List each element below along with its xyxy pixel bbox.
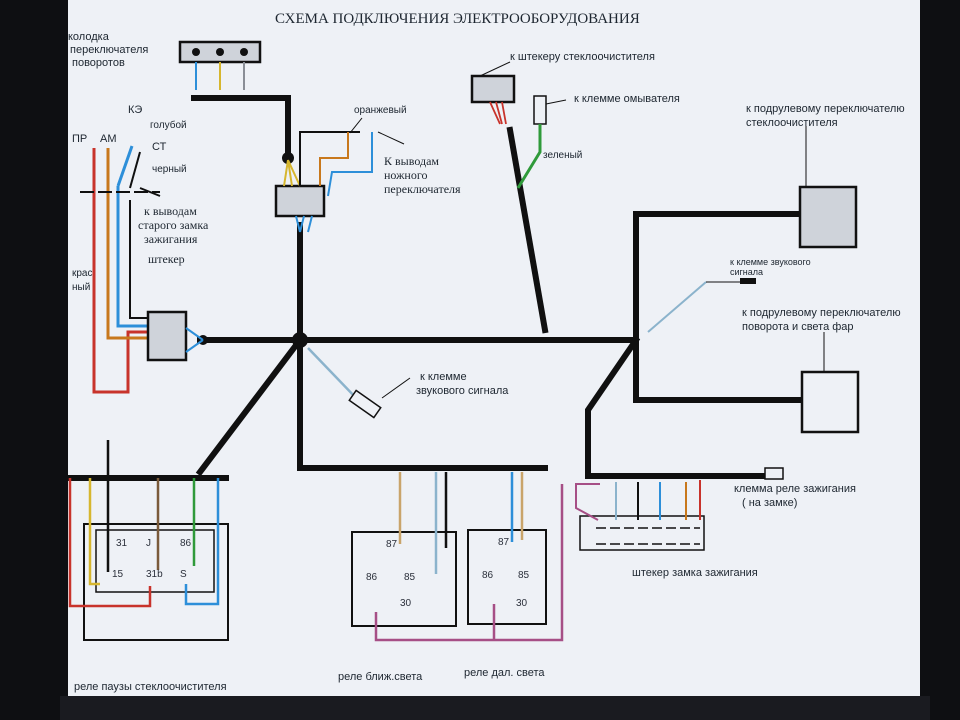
label-am: АМ bbox=[100, 133, 117, 145]
label-red-1: крас bbox=[72, 268, 93, 279]
ignition-plug-label: штекер замка зажигания bbox=[632, 567, 758, 579]
horn-label-1: к клемме bbox=[420, 371, 467, 383]
ignition-wires-left bbox=[92, 145, 148, 394]
label-green: зеленый bbox=[543, 150, 582, 161]
foot-switch-connector bbox=[274, 184, 326, 218]
label-black: черный bbox=[152, 164, 187, 175]
turn-switch-label-1: к подрулевому переключателю bbox=[742, 307, 901, 319]
turn-block-label-2: переключателя bbox=[70, 44, 148, 56]
plug-out-wires bbox=[185, 327, 204, 353]
wire-washer-green bbox=[516, 124, 542, 189]
horn-small-label-1: к клемме звукового bbox=[730, 257, 811, 267]
wiper-switch-label-1: к подрулевому переключателю bbox=[746, 103, 905, 115]
wiper-pin-s: S bbox=[180, 569, 187, 580]
foot-leader-terminals bbox=[377, 131, 405, 145]
low-pin-87: 87 bbox=[386, 539, 398, 550]
ignition-black-lead bbox=[139, 187, 161, 197]
low-pin-86: 86 bbox=[366, 572, 378, 583]
ignition-relay-terminal bbox=[764, 467, 784, 480]
horn-leader bbox=[381, 377, 411, 399]
label-red-2: ный bbox=[72, 282, 90, 293]
low-beam-wires bbox=[374, 472, 564, 642]
turn-block-label-3: поворотов bbox=[72, 57, 125, 69]
horn-small-label-2: сигнала bbox=[730, 267, 763, 277]
screen-bezel-bottom bbox=[60, 696, 930, 720]
low-pin-30: 30 bbox=[400, 598, 412, 609]
plug-label: штекер bbox=[148, 252, 185, 266]
ignition-plug-pins bbox=[596, 527, 700, 545]
washer-terminal bbox=[533, 95, 547, 125]
washer-label: к клемме омывателя bbox=[574, 93, 680, 105]
turn-switch-label-2: поворота и света фар bbox=[742, 321, 854, 333]
wiper-pin-15: 15 bbox=[112, 569, 124, 580]
high-beam-label: реле дал. света bbox=[464, 667, 545, 679]
diagram-title: СХЕМА ПОДКЛЮЧЕНИЯ ЭЛЕКТРООБОРУДОВАНИЯ bbox=[275, 11, 640, 27]
washer-leader bbox=[545, 99, 567, 105]
label-ke: КЭ bbox=[128, 104, 142, 116]
wire-foot-black bbox=[299, 131, 360, 186]
turn-block-pin-1 bbox=[192, 48, 200, 56]
horn-small-terminal bbox=[740, 278, 756, 284]
old-switch-label-3: зажигания bbox=[144, 232, 198, 246]
turn-block-label-1: колодка bbox=[68, 31, 110, 43]
old-switch-label-1: к выводам bbox=[144, 204, 197, 218]
main-harness bbox=[67, 95, 803, 481]
wiper-connector bbox=[470, 74, 516, 104]
horn-label-2: звукового сигнала bbox=[416, 385, 509, 397]
wiper-column-switch bbox=[798, 185, 858, 249]
turn-block-pin-3 bbox=[240, 48, 248, 56]
wiper-pin-31b: 31b bbox=[146, 569, 163, 580]
foot-switch-label-1: К выводам bbox=[384, 154, 439, 168]
high-pin-87: 87 bbox=[498, 537, 510, 548]
label-light-blue: голубой bbox=[150, 119, 187, 131]
wiper-relay-frame bbox=[83, 523, 229, 641]
high-pin-30: 30 bbox=[516, 598, 528, 609]
wire-horn bbox=[307, 347, 359, 401]
turn-block-pin-2 bbox=[216, 48, 224, 56]
wiper-relay-wires bbox=[68, 440, 220, 608]
wiper-switch-label-2: стеклоочистителя bbox=[746, 117, 838, 129]
screen-paper bbox=[68, 0, 920, 700]
wiper-plug-label: к штекеру стеклоочистителя bbox=[510, 51, 655, 63]
wiper-relay-label: реле паузы стеклоочистителя bbox=[74, 681, 227, 693]
wire-foot-blue bbox=[327, 132, 373, 197]
low-pin-85: 85 bbox=[404, 572, 416, 583]
wiper-pin-86: 86 bbox=[180, 538, 192, 549]
ignition-switch-plug bbox=[579, 515, 705, 551]
label-orange: оранжевый bbox=[354, 105, 407, 116]
wiper-pin-j: J bbox=[146, 538, 151, 549]
foot-switch-label-2: ножного bbox=[384, 168, 427, 182]
wiper-relay-body bbox=[95, 529, 215, 593]
wiper-connector-leader bbox=[479, 61, 511, 77]
foot-switch-label-3: переключателя bbox=[384, 182, 461, 196]
foot-leader-orange bbox=[349, 117, 363, 134]
ignition-relay-label-1: клемма реле зажигания bbox=[734, 483, 856, 495]
high-pin-86: 86 bbox=[482, 570, 494, 581]
ignition-st-lever bbox=[129, 151, 141, 189]
harness-junction-main bbox=[292, 332, 308, 348]
horn-terminal bbox=[348, 389, 382, 419]
low-beam-label: реле ближ.света bbox=[338, 671, 423, 683]
high-pin-85: 85 bbox=[518, 570, 530, 581]
high-beam-relay bbox=[467, 529, 547, 625]
old-ignition-plug bbox=[146, 310, 188, 362]
wire-foot-orange bbox=[319, 132, 349, 186]
old-switch-label-2: старого замка bbox=[138, 218, 209, 232]
ignition-plug-wires bbox=[575, 480, 701, 521]
low-beam-relay bbox=[351, 531, 457, 627]
label-st: СТ bbox=[152, 141, 167, 153]
wire-horn-small bbox=[647, 281, 707, 333]
wiper-pin-31: 31 bbox=[116, 538, 128, 549]
label-pr: ПР bbox=[72, 133, 87, 145]
wires-into-foot-connector bbox=[283, 159, 301, 187]
turn-headlight-switch bbox=[800, 370, 860, 434]
high-beam-wires bbox=[492, 472, 524, 640]
wiper-connector-wires bbox=[489, 101, 507, 125]
ignition-relay-label-2: ( на замке) bbox=[742, 497, 797, 509]
wires-under-foot-connector bbox=[295, 215, 313, 233]
harness-junction-top bbox=[282, 152, 294, 164]
